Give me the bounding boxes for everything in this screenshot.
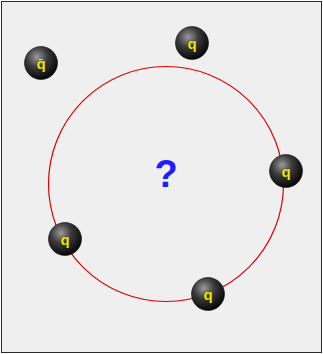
sphere bbox=[49, 223, 82, 256]
red-circle bbox=[49, 67, 284, 302]
quark-ball: q bbox=[191, 277, 225, 311]
bag-circle: ? bbox=[48, 66, 284, 302]
sphere bbox=[270, 155, 303, 188]
quark-ball: q bbox=[175, 26, 209, 60]
quark-label: q bbox=[60, 232, 69, 247]
sphere bbox=[192, 278, 225, 311]
quark-label: q̄ bbox=[36, 56, 45, 71]
quark-ball: q̄ bbox=[24, 46, 58, 80]
quark-label: q bbox=[203, 287, 212, 302]
sphere bbox=[176, 27, 209, 60]
quark-ball: q bbox=[48, 222, 82, 256]
quark-label: q bbox=[187, 36, 196, 51]
sphere bbox=[25, 47, 58, 80]
question-mark: ? bbox=[154, 155, 177, 193]
quark-ball: q bbox=[269, 154, 303, 188]
quark-label: q bbox=[281, 164, 290, 179]
